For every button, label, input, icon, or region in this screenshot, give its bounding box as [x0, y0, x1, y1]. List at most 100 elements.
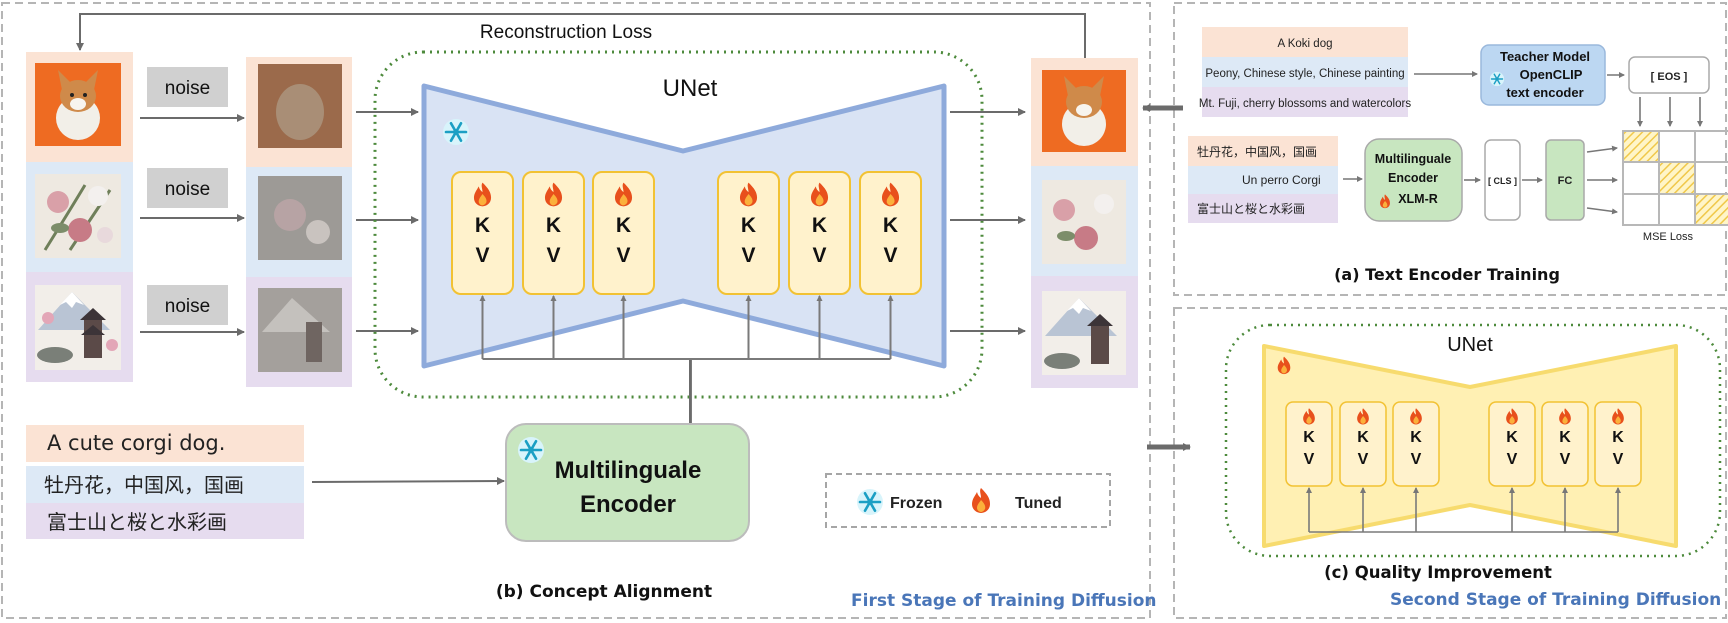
noise-label-1: noise	[165, 78, 210, 99]
kv-b-block	[717, 171, 780, 295]
kv-b-block	[522, 171, 585, 295]
prompt-chinese: 牡丹花，中国风，国画	[44, 473, 244, 497]
mse-loss-label: MSE Loss	[1643, 231, 1694, 243]
kv-c-block	[1339, 401, 1387, 487]
cls-label: [ CLS ]	[1488, 176, 1517, 186]
panel-c-border	[1173, 307, 1727, 619]
kv-b-v-label: V	[616, 244, 630, 267]
kv-b-block	[451, 171, 514, 295]
noise-box-2	[147, 168, 228, 208]
snowflake-icon	[441, 117, 471, 147]
student-prompt-2: Un perro Corgi	[1242, 173, 1321, 187]
kv-c-k-label: K	[1559, 429, 1571, 446]
kv-c-k-label: K	[1410, 429, 1422, 446]
kv-c-block	[1488, 401, 1536, 487]
prompt-row-blue	[26, 466, 304, 503]
kv-c-block	[1285, 401, 1333, 487]
unet-c-dotted-container	[1224, 323, 1722, 558]
kv-c-v-label: V	[1304, 451, 1315, 468]
prompt-japanese: 富士山と桜と水彩画	[47, 510, 227, 534]
fuji-image	[35, 285, 121, 370]
teacher-prompt-2: Peony, Chinese style, Chinese painting	[1205, 68, 1404, 80]
kv-c-block	[1541, 401, 1589, 487]
legend-box	[825, 473, 1111, 528]
teacher-line1: Teacher Model	[1500, 49, 1590, 64]
eos-label: [ EOS ]	[1651, 71, 1688, 83]
kv-c-v-label: V	[1358, 451, 1369, 468]
noise-box-3	[147, 285, 228, 325]
kv-b-k-label: K	[883, 214, 898, 237]
teacher-prompt-row-lavender	[1202, 87, 1408, 117]
student-prompt-row-peach	[1188, 136, 1338, 166]
peony-image	[35, 174, 121, 258]
kv-b-v-label: V	[475, 244, 489, 267]
kv-b-k-label: K	[475, 214, 490, 237]
legend-frozen-label: Frozen	[890, 495, 942, 512]
legend-flame-icon	[972, 488, 990, 513]
panel-a-border	[1173, 2, 1727, 296]
kv-c-v-label: V	[1507, 451, 1518, 468]
noise-box-1	[147, 67, 228, 107]
kv-b-block	[788, 171, 851, 295]
kv-c-k-label: K	[1303, 429, 1315, 446]
student-line2: Encoder	[1388, 171, 1438, 185]
fc-box	[1545, 139, 1585, 221]
panel-b-border	[1, 2, 1151, 619]
student-prompt-1: 牡丹花，中国风，国画	[1197, 144, 1317, 159]
prompt-english: A cute corgi dog.	[47, 431, 225, 455]
output-corgi-image	[1042, 70, 1126, 152]
kv-b-v-label: V	[883, 244, 897, 267]
teacher-snowflake-icon	[1489, 71, 1505, 87]
teacher-line2: OpenCLIP	[1520, 67, 1583, 82]
kv-c-v-label: V	[1613, 451, 1624, 468]
teacher-prompt-3: Mt. Fuji, cherry blossoms and watercolor…	[1199, 98, 1411, 110]
kv-b-v-label: V	[741, 244, 755, 267]
cls-box	[1484, 139, 1521, 221]
kv-b-block	[859, 171, 922, 295]
student-line1: Multilinguale	[1375, 152, 1451, 166]
prompt-row-peach	[26, 425, 304, 462]
multilingual-encoder-box	[505, 423, 750, 542]
kv-b-k-label: K	[812, 214, 827, 237]
kv-c-v-label: V	[1411, 451, 1422, 468]
kv-c-k-label: K	[1612, 429, 1624, 446]
unet-c-title: UNet	[1447, 334, 1493, 356]
kv-c-k-label: K	[1506, 429, 1518, 446]
student-prompt-3: 富士山と桜と水彩画	[1197, 201, 1305, 216]
unet-c-shape	[1262, 344, 1678, 548]
fc-label: FC	[1558, 175, 1573, 187]
encoder-snowflake-icon	[516, 435, 546, 465]
teacher-model-box	[1480, 44, 1606, 106]
kv-c-v-label: V	[1560, 451, 1571, 468]
caption-quality-improvement: (c) Quality Improvement	[1324, 563, 1552, 582]
teacher-prompt-1: A Koki dog	[1278, 38, 1333, 50]
noisy-corgi-image	[258, 64, 342, 148]
teacher-line3: text encoder	[1506, 85, 1583, 100]
eos-box	[1628, 56, 1710, 94]
teacher-prompt-row-blue	[1202, 57, 1408, 87]
kv-b-v-label: V	[546, 244, 560, 267]
output-peony-image	[1042, 180, 1126, 264]
student-prompt-row-blue	[1188, 166, 1338, 194]
kv-b-k-label: K	[546, 214, 561, 237]
reconstruction-loss-arrow	[76, 13, 1086, 58]
mse-matrix	[1622, 130, 1728, 226]
stage-first: First Stage of Training Diffusion	[851, 591, 1157, 611]
legend-snowflake-icon	[855, 487, 885, 517]
encoder-label-line2: Encoder	[580, 491, 676, 518]
prompt-row-lavender	[26, 503, 304, 539]
kv-b-k-label: K	[741, 214, 756, 237]
noise-label-3: noise	[165, 296, 210, 317]
noisy-fuji-image	[258, 288, 342, 372]
student-prompt-row-lavender	[1188, 194, 1338, 223]
teacher-prompt-row-peach	[1202, 27, 1408, 57]
noisy-peony-image	[258, 176, 342, 260]
corgi-image	[35, 63, 121, 146]
output-fuji-image	[1042, 291, 1126, 375]
encoder-label-line1: Multilinguale	[555, 457, 702, 484]
kv-b-block	[592, 171, 655, 295]
kv-c-block	[1392, 401, 1440, 487]
